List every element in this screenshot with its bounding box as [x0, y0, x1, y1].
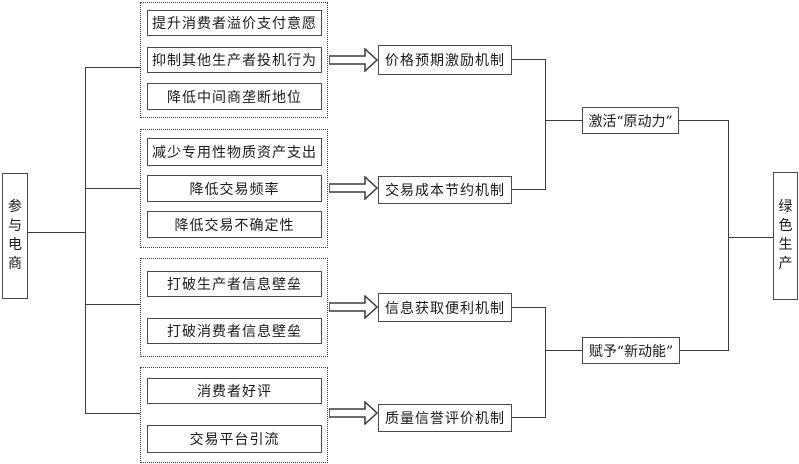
connector-line	[728, 120, 729, 351]
factor-box: 降低中间商垄断地位	[147, 83, 322, 110]
factor-box: 降低交易不确定性	[147, 211, 322, 238]
outcome-box-new-momentum: 赋予“新动能”	[582, 337, 680, 364]
mechanism-box-quality-reputation: 质量信誉评价机制	[378, 404, 512, 432]
target-node-label: 绿色生产	[778, 199, 793, 272]
connector-line	[680, 350, 728, 351]
source-node: 参与电商	[2, 173, 28, 299]
block-arrow-icon	[329, 176, 378, 200]
connector-line	[545, 59, 546, 190]
factor-box: 交易平台引流	[147, 425, 322, 453]
factor-box: 打破消费者信息壁垒	[147, 318, 322, 344]
connector-line	[545, 120, 582, 121]
block-arrow-icon	[329, 48, 378, 72]
target-node: 绿色生产	[773, 172, 798, 300]
connector-line	[85, 413, 140, 414]
factor-box: 提升消费者溢价支付意愿	[147, 10, 322, 36]
connector-line	[85, 304, 140, 305]
block-arrow-icon	[329, 401, 378, 425]
factor-box: 降低交易频率	[147, 175, 322, 202]
connector-line	[85, 67, 140, 68]
connector-line	[545, 307, 546, 418]
connector-line	[512, 59, 545, 60]
source-node-label: 参与电商	[8, 199, 22, 272]
factor-box: 抑制其他生产者投机行为	[147, 47, 322, 73]
factor-box: 减少专用性物质资产支出	[147, 138, 322, 166]
connector-line	[512, 307, 545, 308]
outcome-box-driving-force: 激活“原动力”	[582, 107, 679, 134]
connector-line	[85, 188, 140, 189]
factor-group-3	[140, 258, 328, 357]
factor-group-2	[140, 129, 328, 248]
connector-line	[512, 189, 545, 190]
connector-line	[85, 67, 86, 414]
connector-line	[28, 232, 85, 233]
mechanism-box-transaction-cost: 交易成本节约机制	[378, 176, 512, 204]
factor-box: 消费者好评	[147, 378, 322, 404]
connector-line	[545, 350, 582, 351]
factor-box: 打破生产者信息壁垒	[147, 271, 322, 297]
connector-line	[679, 120, 728, 121]
connector-line	[512, 417, 545, 418]
factor-group-4	[140, 367, 328, 463]
connector-line	[728, 237, 773, 238]
factor-group-1	[140, 2, 328, 118]
mechanism-box-price-incentive: 价格预期激励机制	[378, 45, 512, 75]
block-arrow-icon	[329, 295, 378, 319]
mechanism-box-information-access: 信息获取便利机制	[378, 293, 512, 322]
